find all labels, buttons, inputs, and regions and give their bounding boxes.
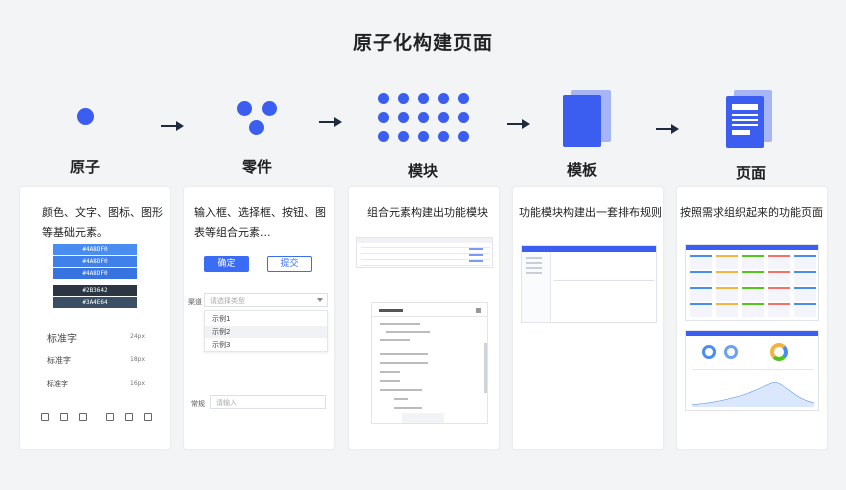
arrow-icon [319,116,342,128]
wave-chart-icon [692,382,814,407]
calendar-icon [125,413,133,421]
color-swatch: #2B3642 [53,285,137,296]
input-label: 常规 [191,400,205,408]
module-dot-icon [438,112,449,123]
part-dot-icon [237,101,252,116]
atom-card: 颜色、文字、图标、图形等基础元素。 #4A8DF0 #4A8DF0 #4A8DF… [20,187,170,449]
module-card: 组合元素构建出功能模块 [349,187,499,449]
module-dot-icon [458,131,469,142]
clipboard-icon [79,413,87,421]
text-input[interactable]: 请输入 [210,395,326,409]
part-description: 输入框、选择框、按钮、图表等组合元素... [194,206,326,239]
module-dot-icon [418,131,429,142]
preview-tile [768,287,790,301]
template-stack-icon [561,87,613,149]
preview-tile [716,271,738,285]
template-card: 功能模块构建出一套排布规则 [513,187,663,449]
preview-tile [794,303,816,317]
color-swatch: #4A8DF0 [53,244,137,255]
select-label: 渠道 [188,298,202,306]
template-layout-preview [521,245,657,323]
module-dot-icon [418,112,429,123]
preview-tile [768,271,790,285]
preview-tile [690,271,712,285]
edit-icon [41,413,49,421]
page-description: 按照需求组织起来的功能页面 [680,206,823,219]
select-placeholder: 请选择类型 [210,297,245,305]
module-dot-icon [458,93,469,104]
calendar-icon [60,413,68,421]
page-preview-dashboard [685,330,819,411]
preview-tile [768,255,790,269]
page-card: 按照需求组织起来的功能页面 [677,187,827,449]
preview-tile [690,303,712,317]
stage-label-module: 模块 [407,162,438,180]
module-dot-icon [418,93,429,104]
table-module-preview [356,237,493,268]
preview-tile [742,303,764,317]
module-dot-icon [398,112,409,123]
color-swatch: #3A4E64 [53,297,137,308]
preview-tile [768,303,790,317]
part-dot-icon [262,101,277,116]
page-preview-cards [685,244,819,321]
module-dot-icon [438,131,449,142]
arrow-icon [161,120,184,132]
preview-tile [690,255,712,269]
type-size: 16px [130,380,145,387]
module-dot-icon [398,93,409,104]
chevron-down-icon [317,298,323,302]
preview-tile [690,287,712,301]
dropdown-option[interactable]: 示例2 [205,326,327,338]
confirm-button[interactable]: 确定 [204,256,249,272]
stage-label-atom: 原子 [69,158,100,176]
module-dot-icon [438,93,449,104]
stage-label-page: 页面 [735,164,766,182]
submit-button[interactable]: 提交 [267,256,312,272]
template-description: 功能模块构建出一套排布规则 [519,206,662,219]
atom-description: 颜色、文字、图标、图形等基础元素。 [42,206,163,239]
module-dot-icon [378,131,389,142]
type-sample: 标准字 [47,380,68,388]
preview-tile [742,287,764,301]
type-sample: 标准字 [47,356,71,365]
part-card: 输入框、选择框、按钮、图表等组合元素... 确定 提交 渠道 请选择类型 示例1… [184,187,334,449]
color-swatch: #4A8DF0 [53,256,137,267]
type-select[interactable]: 请选择类型 [204,293,328,307]
clipboard-icon [144,413,152,421]
preview-tile [742,255,764,269]
module-dot-icon [398,131,409,142]
part-dot-icon [249,120,264,135]
color-swatch: #4A8DF0 [53,268,137,279]
type-size: 24px [130,333,145,340]
page-document-icon [724,90,776,150]
select-dropdown: 示例1 示例2 示例3 [204,310,328,352]
dropdown-option[interactable]: 示例1 [212,315,231,323]
image-icon [106,413,114,421]
type-size: 18px [130,356,145,363]
preview-tile [794,287,816,301]
input-placeholder: 请输入 [216,399,237,407]
arrow-icon [507,118,530,130]
preview-tile [794,271,816,285]
type-sample: 标准字 [47,334,77,345]
stage-label-part: 零件 [241,158,272,176]
module-description: 组合元素构建出功能模块 [367,206,488,219]
arrow-icon [656,123,679,135]
preview-tile [742,271,764,285]
atom-dot-icon [77,108,94,125]
preview-tile [716,303,738,317]
module-dot-icon [378,93,389,104]
preview-tile [794,255,816,269]
preview-tile [716,255,738,269]
stage-label-template: 模板 [566,161,597,179]
dropdown-option[interactable]: 示例3 [212,341,231,349]
detail-module-preview [371,302,488,424]
page-title: 原子化构建页面 [352,32,493,54]
preview-tile [716,287,738,301]
module-dot-icon [458,112,469,123]
module-dot-icon [378,112,389,123]
